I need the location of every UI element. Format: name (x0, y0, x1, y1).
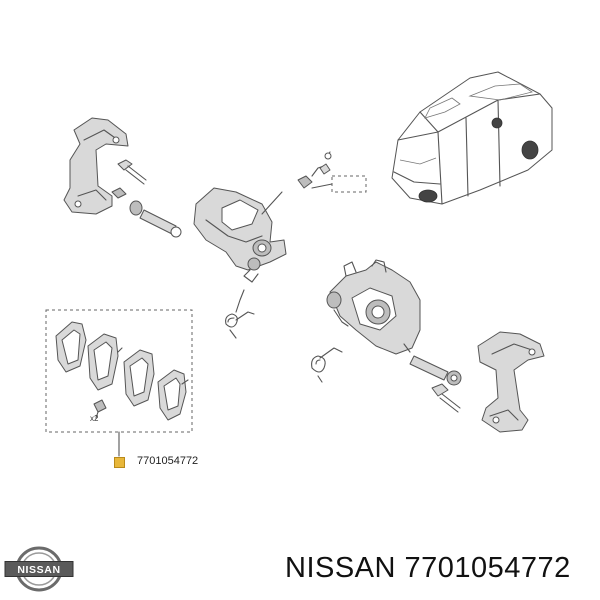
caliper-lower (326, 259, 421, 355)
caliper-bracket-upper (63, 117, 129, 215)
brand-caption: NISSAN 7701054772 (285, 552, 571, 584)
van-illustration (391, 71, 553, 205)
bolt-lower (431, 383, 461, 413)
nissan-logo-icon: NISSAN (4, 546, 74, 592)
spring-upper (225, 289, 255, 339)
bolt-upper (117, 159, 147, 185)
callout-marker-icon (114, 457, 125, 468)
bleed-screw-upper (297, 151, 367, 193)
callout-part-number: 7701054772 (137, 455, 199, 467)
guide-pin-upper (129, 200, 182, 238)
spring-lower (311, 347, 343, 383)
caliper-bracket-lower (477, 331, 545, 433)
quantity-label: x2 (90, 414, 99, 423)
guide-pin-lower (409, 355, 462, 386)
svg-text:NISSAN: NISSAN (17, 564, 60, 576)
caliper-upper (193, 187, 287, 283)
brake-pad-set (45, 309, 193, 433)
bolt-small (111, 187, 127, 199)
